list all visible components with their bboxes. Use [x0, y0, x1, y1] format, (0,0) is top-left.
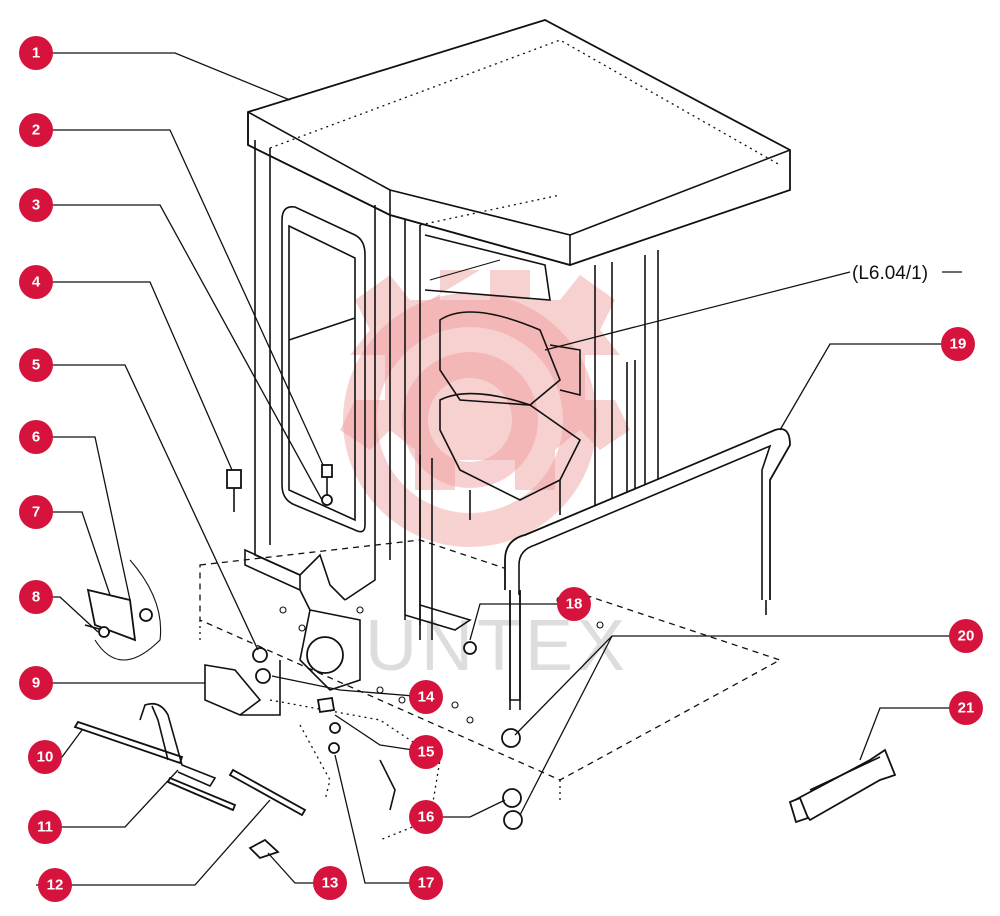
svg-text:5: 5: [32, 357, 40, 374]
svg-text:13: 13: [322, 875, 339, 892]
svg-text:4: 4: [32, 274, 41, 291]
callout-10: 10: [28, 740, 62, 774]
svg-text:20: 20: [958, 628, 975, 645]
callout-6: 6: [19, 420, 53, 454]
svg-text:6: 6: [32, 429, 40, 446]
svg-text:12: 12: [47, 877, 64, 894]
callout-7: 7: [19, 495, 53, 529]
svg-text:21: 21: [958, 700, 975, 717]
callout-5: 5: [19, 348, 53, 382]
loose-parts: [73, 702, 307, 860]
svg-text:8: 8: [32, 589, 40, 606]
callout-13: 13: [313, 866, 347, 900]
callout-1: 1: [19, 36, 53, 70]
sealant-tube: [788, 748, 897, 824]
svg-text:1: 1: [32, 45, 40, 62]
leader-lines: [36, 52, 966, 886]
callout-11: 11: [28, 810, 62, 844]
svg-text:9: 9: [32, 675, 40, 692]
svg-text:2: 2: [32, 122, 40, 139]
callout-9: 9: [19, 666, 53, 700]
watermark-text: UNTEX: [365, 606, 629, 686]
callout-3: 3: [19, 188, 53, 222]
cab-roof: [247, 19, 791, 267]
callout-18: 18: [557, 587, 591, 621]
mount-bracket: [204, 589, 441, 841]
callout-8: 8: [19, 580, 53, 614]
callout-21: 21: [949, 691, 983, 725]
svg-text:10: 10: [37, 749, 54, 766]
svg-text:16: 16: [418, 809, 435, 826]
callout-14: 14: [409, 680, 443, 714]
callout-20: 20: [949, 619, 983, 653]
hinge-detail: [84, 559, 162, 661]
roll-bar: [504, 428, 791, 701]
svg-text:17: 17: [418, 875, 435, 892]
svg-text:14: 14: [418, 689, 435, 706]
callout-16: 16: [409, 800, 443, 834]
bolt-parts: [226, 464, 333, 512]
svg-text:3: 3: [32, 197, 40, 214]
svg-text:15: 15: [418, 744, 435, 761]
callout-17: 17: [409, 866, 443, 900]
svg-text:7: 7: [32, 504, 40, 521]
callout-12: 12: [38, 868, 72, 902]
svg-text:11: 11: [37, 819, 53, 836]
callout-15: 15: [409, 735, 443, 769]
watermark-logo-icon: [340, 270, 630, 490]
reference-label: (L6.04/1): [852, 263, 928, 284]
svg-text:18: 18: [566, 596, 583, 613]
svg-text:19: 19: [950, 336, 967, 353]
callout-4: 4: [19, 265, 53, 299]
callout-2: 2: [19, 113, 53, 147]
callout-19: 19: [941, 327, 975, 361]
